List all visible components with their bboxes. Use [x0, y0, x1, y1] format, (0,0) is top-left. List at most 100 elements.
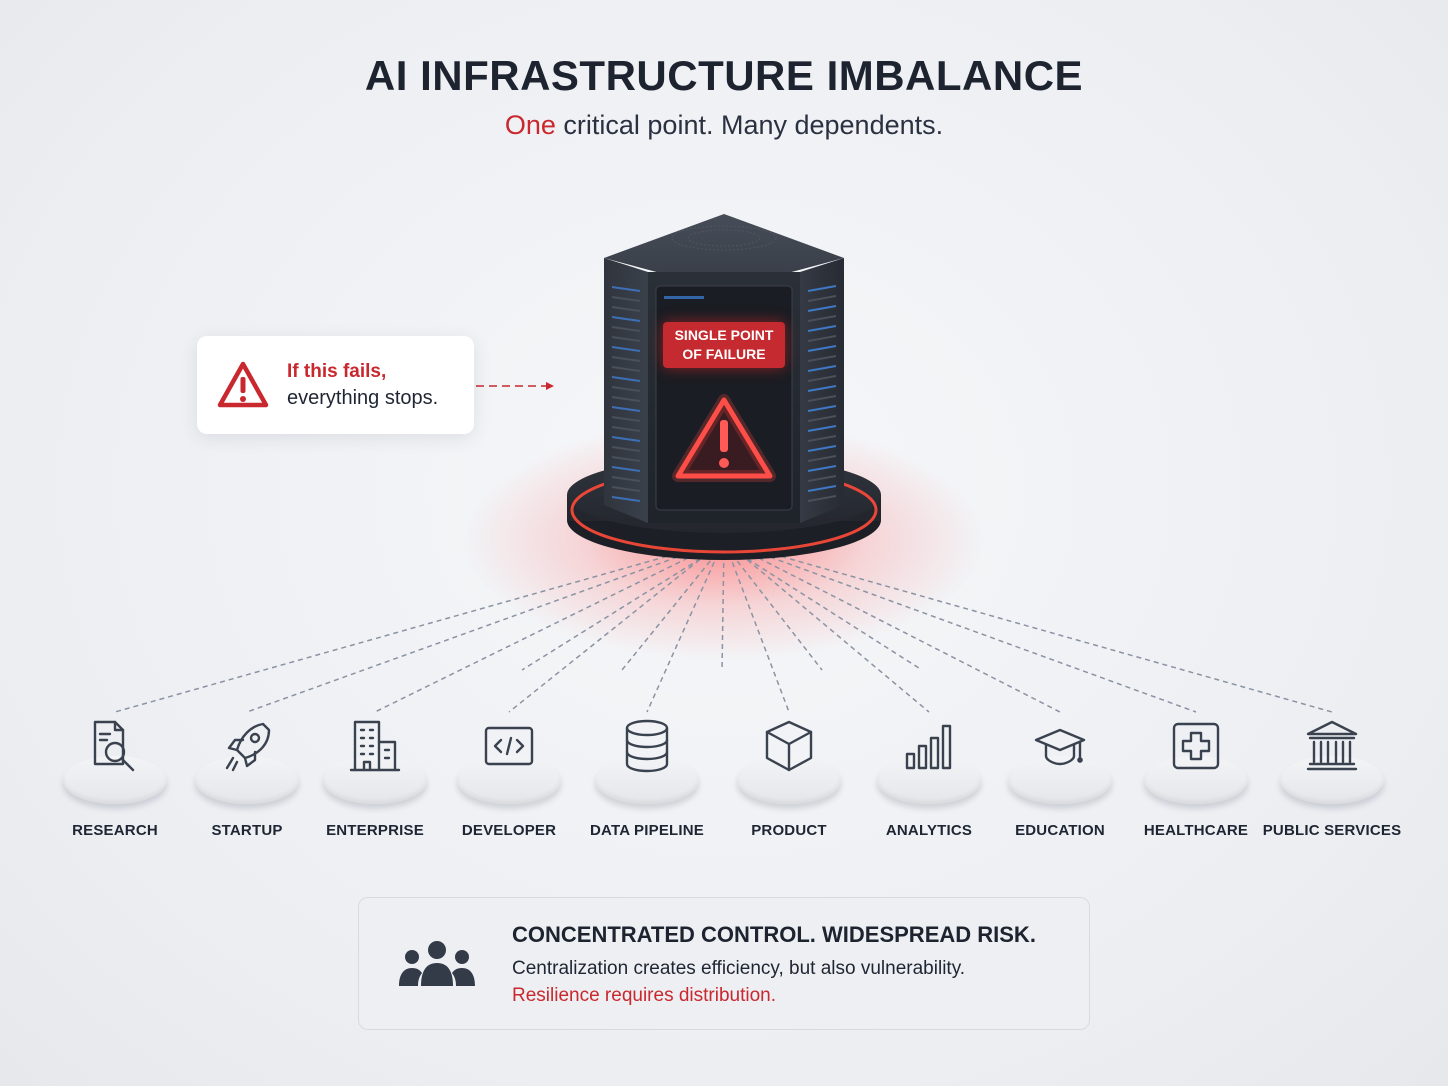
rocket-icon: [225, 722, 271, 772]
vent-slot: [611, 416, 641, 422]
summary-line2: Resilience requires distribution.: [512, 985, 777, 1006]
server-side-vents: [611, 285, 837, 502]
vent-slot: [807, 475, 837, 482]
dependency-line: [621, 553, 717, 671]
vent-slot: [807, 395, 837, 402]
failure-callout: If this fails, everything stops.: [197, 336, 474, 434]
vent-slot: [611, 356, 641, 362]
dependency-line: [521, 553, 709, 671]
callout-line1: If this fails,: [287, 361, 387, 382]
vent-slot: [807, 315, 837, 322]
warning-triangle-icon: [217, 361, 269, 408]
server-top-vent: [671, 225, 777, 251]
vent-slot: [807, 445, 837, 452]
node-label: DATA PIPELINE: [590, 822, 704, 839]
building-icon: [349, 720, 401, 772]
vent-slot: [807, 345, 837, 352]
vent-slot: [807, 435, 837, 442]
server-warning-icon: [672, 394, 776, 482]
node-pedestal: [323, 756, 427, 804]
vent-slot: [611, 316, 641, 322]
node-label: DEVELOPER: [461, 822, 557, 839]
dependency-line: [246, 553, 687, 713]
vent-slot: [807, 335, 837, 342]
vent-slot: [611, 396, 641, 402]
vent-slot: [611, 346, 641, 352]
badge-line1: SINGLE POINT: [674, 327, 774, 343]
subtitle-accent: One: [504, 110, 556, 140]
node-pedestal: [595, 756, 699, 804]
vent-slot: [807, 485, 837, 492]
vent-slot: [611, 296, 641, 302]
cube-icon: [765, 720, 813, 772]
vent-slot: [611, 426, 641, 432]
node-pedestal: [877, 756, 981, 804]
dependency-line: [772, 553, 1333, 713]
node-label: HEALTHCARE: [1143, 822, 1249, 839]
vent-slot: [611, 496, 641, 502]
vent-slot: [611, 406, 641, 412]
vent-slot: [807, 365, 837, 372]
summary-heading: CONCENTRATED CONTROL. WIDESPREAD RISK.: [512, 922, 1036, 947]
vent-slot: [807, 375, 837, 382]
callout-arrow: [476, 382, 554, 390]
dependency-line: [731, 553, 823, 671]
node-label: RESEARCH: [72, 822, 158, 839]
vent-slot: [611, 446, 641, 452]
institution-icon: [1306, 720, 1358, 771]
graduation-cap-icon: [1034, 728, 1086, 766]
server-left-face: [604, 258, 648, 523]
vent-slot: [807, 465, 837, 472]
vent-slot: [807, 305, 837, 312]
node-label: ENTERPRISE: [326, 822, 424, 839]
node-label: STARTUP: [211, 822, 283, 839]
node-label: PUBLIC SERVICES: [1262, 822, 1402, 839]
vent-slot: [807, 405, 837, 412]
vent-slot: [807, 285, 837, 292]
vent-slot: [807, 425, 837, 432]
vent-slot: [611, 436, 641, 442]
vent-slot: [611, 486, 641, 492]
vent-slot: [807, 325, 837, 332]
vent-slot: [611, 306, 641, 312]
callout-line2: everything stops.: [287, 387, 439, 409]
dependency-line: [721, 553, 725, 671]
vent-slot: [807, 495, 837, 502]
vent-slot: [807, 385, 837, 392]
vent-slot: [807, 355, 837, 362]
server-top: [604, 214, 844, 290]
page-title: AI INFRASTRUCTURE IMBALANCE: [364, 52, 1084, 99]
vent-slot: [611, 326, 641, 332]
vent-slot: [611, 376, 641, 382]
node-label: ANALYTICS: [885, 822, 973, 839]
vent-slot: [807, 295, 837, 302]
node-label: PRODUCT: [751, 822, 827, 839]
document-search-icon: [93, 720, 135, 772]
bar-chart-icon: [905, 724, 952, 770]
vent-slot: [807, 415, 837, 422]
node-pedestal: [1144, 756, 1248, 804]
badge-line2: OF FAILURE: [682, 346, 766, 362]
dependency-line: [114, 553, 676, 713]
dependency-line: [728, 553, 790, 713]
code-icon: [484, 726, 534, 766]
dependency-lines: [114, 553, 1333, 713]
people-group-icon: [399, 941, 475, 986]
node-label: EDUCATION: [1015, 822, 1105, 839]
vent-slot: [611, 476, 641, 482]
vent-slot: [611, 456, 641, 462]
vent-slot: [611, 466, 641, 472]
summary-line1: Centralization creates efficiency, but a…: [512, 958, 966, 979]
subtitle-rest: critical point. Many dependents.: [555, 110, 944, 140]
summary-panel: CONCENTRATED CONTROL. WIDESPREAD RISK. C…: [358, 897, 1090, 1030]
vent-slot: [611, 336, 641, 342]
vent-slot: [611, 366, 641, 372]
vent-slot: [611, 386, 641, 392]
medical-cross-icon: [1172, 722, 1220, 770]
dependency-line: [750, 553, 1061, 713]
database-icon: [625, 719, 669, 773]
dependency-line: [646, 553, 719, 713]
vent-slot: [807, 455, 837, 462]
page-subtitle: One critical point. Many dependents.: [0, 110, 1448, 141]
dependency-line: [374, 553, 697, 713]
